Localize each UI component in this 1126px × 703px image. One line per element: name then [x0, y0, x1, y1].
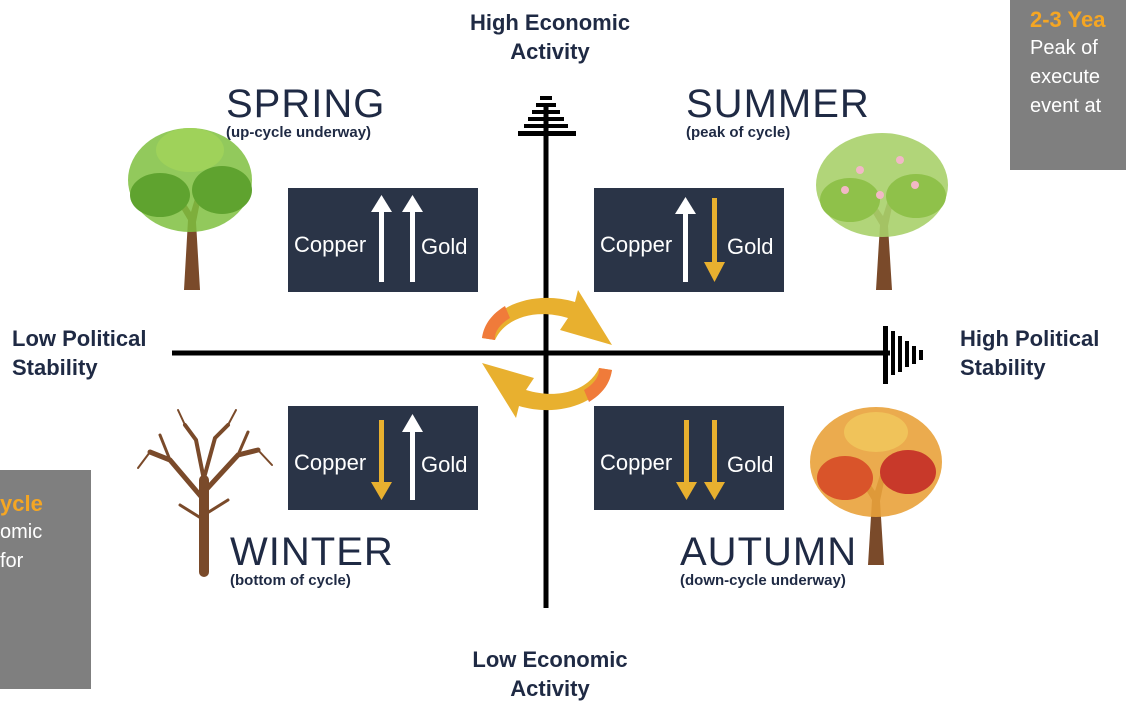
left-note-title: ycle: [0, 491, 43, 516]
spring-label: SPRING (up-cycle underway): [226, 84, 385, 142]
summer-gold-label: Gold: [727, 234, 774, 259]
summer-box: Copper Gold: [594, 188, 784, 292]
winter-copper-label: Copper: [294, 450, 367, 475]
autumn-label: AUTUMN (down-cycle underway): [680, 532, 857, 590]
top-axis-label-line1: High Economic: [469, 10, 631, 35]
summer-tree-icon: [816, 133, 948, 290]
left-note-line: omic: [0, 521, 43, 543]
left-axis-label: Low Political Stability: [12, 324, 182, 382]
left-note-panel: ycle omic for: [0, 470, 91, 689]
autumn-title: AUTUMN: [680, 530, 858, 574]
spring-gold-label: Gold: [421, 234, 468, 259]
autumn-box: Copper Gold: [594, 406, 784, 510]
top-right-note-line: Peak of: [1030, 37, 1098, 59]
spring-copper-label: Copper: [294, 232, 367, 257]
spring-box: Copper Gold: [288, 188, 478, 292]
autumn-copper-label: Copper: [600, 450, 673, 475]
top-right-note-title: 2-3 Yea: [1030, 7, 1106, 32]
winter-title: WINTER: [230, 530, 394, 574]
winter-subtitle: (bottom of cycle): [230, 572, 351, 589]
right-axis-label-line1: High Political: [960, 326, 1100, 351]
bottom-axis-label: Low Economic Activity: [440, 645, 660, 703]
summer-title: SUMMER: [686, 82, 870, 126]
autumn-gold-label: Gold: [727, 452, 774, 477]
right-axis-label: High Political Stability: [960, 324, 1126, 382]
top-axis-bars-icon: [518, 96, 576, 136]
autumn-subtitle: (down-cycle underway): [680, 572, 846, 589]
right-axis-bars-icon: [883, 326, 923, 384]
winter-box: Copper Gold: [288, 406, 478, 510]
top-axis-label: High Economic Activity: [440, 8, 660, 66]
spring-subtitle: (up-cycle underway): [226, 124, 372, 141]
top-right-note-line: event at: [1030, 95, 1102, 117]
left-note-line: for: [0, 550, 24, 572]
cycle-arrows-icon: [482, 290, 612, 418]
bottom-axis-label-line1: Low Economic: [472, 647, 628, 672]
top-right-note-panel: 2-3 Yea Peak of execute event at: [1010, 0, 1126, 170]
spring-title: SPRING: [226, 82, 386, 126]
left-axis-label-line1: Low Political: [12, 326, 147, 351]
right-axis-label-line2: Stability: [960, 355, 1046, 380]
summer-subtitle: (peak of cycle): [686, 124, 791, 141]
top-axis-label-line2: Activity: [510, 39, 590, 64]
bottom-axis-label-line2: Activity: [510, 676, 590, 701]
summer-label: SUMMER (peak of cycle): [686, 84, 870, 142]
top-right-note-line: execute: [1030, 66, 1101, 88]
left-axis-label-line2: Stability: [12, 355, 98, 380]
winter-gold-label: Gold: [421, 452, 468, 477]
summer-copper-label: Copper: [600, 232, 673, 257]
spring-tree-icon: [128, 128, 252, 290]
winter-label: WINTER (bottom of cycle): [230, 532, 394, 590]
